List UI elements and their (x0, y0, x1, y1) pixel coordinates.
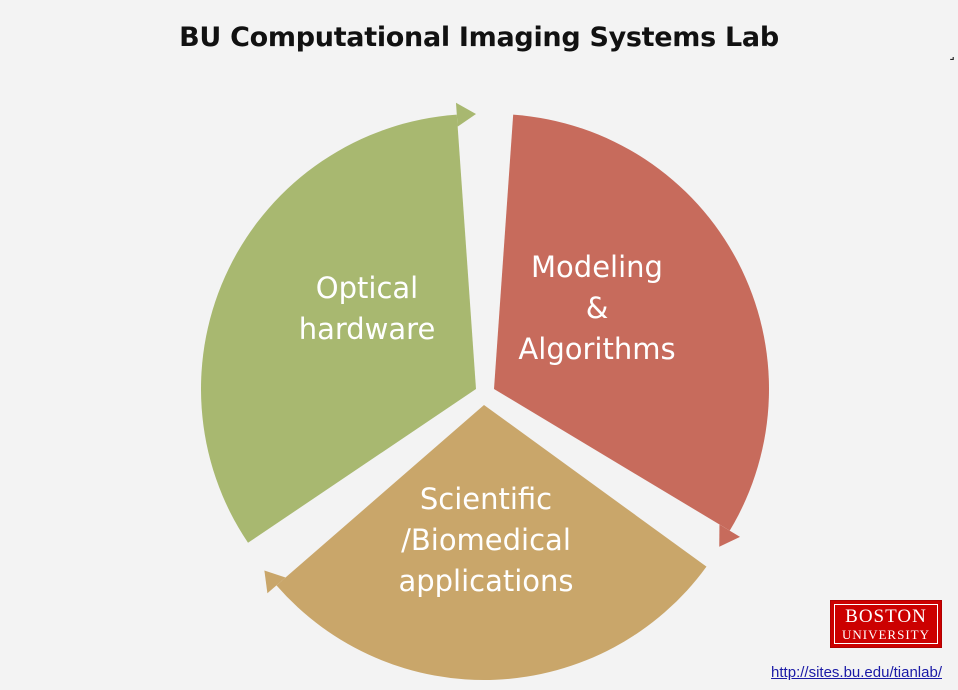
segment-wedge (201, 114, 477, 543)
edge-mark: ˼ (949, 40, 955, 60)
segment-label-line: Optical (316, 271, 418, 305)
segment-arrowhead (719, 524, 741, 547)
segment-arrowhead (264, 570, 286, 594)
segment-wedge (276, 405, 707, 680)
segment-scientific-biomedical: Scientific/Biomedical applications (264, 405, 707, 680)
slide-title: BU Computational Imaging Systems Lab (179, 22, 779, 53)
segment-label-line: applications (398, 564, 573, 598)
logo-frame: BOSTON UNIVERSITY (834, 604, 938, 644)
segment-label-line: Modeling (531, 250, 663, 284)
logo-text-line2: UNIVERSITY (842, 627, 930, 642)
segment-label-line: Algorithms (518, 332, 675, 366)
segment-optical-hardware: Optical hardware (201, 102, 477, 543)
segment-modeling-algorithms: Modeling & Algorithms (494, 114, 769, 547)
lab-website-link[interactable]: http://sites.bu.edu/tianlab/ (771, 664, 942, 681)
segment-label-line: /Biomedical (401, 523, 571, 557)
segment-wedge (494, 114, 769, 531)
logo-text-line1: BOSTON (845, 606, 927, 627)
segment-label-line: hardware (299, 312, 436, 346)
segment-label-line: & (586, 291, 609, 325)
segment-arrowhead (455, 102, 476, 127)
segment-label-line: Scientific (420, 482, 552, 516)
segment-label: Optical hardware (299, 271, 436, 346)
segment-label: Scientific/Biomedical applications (398, 482, 573, 598)
segment-label: Modeling & Algorithms (518, 250, 675, 366)
boston-university-logo: BOSTON UNIVERSITY (830, 600, 942, 648)
